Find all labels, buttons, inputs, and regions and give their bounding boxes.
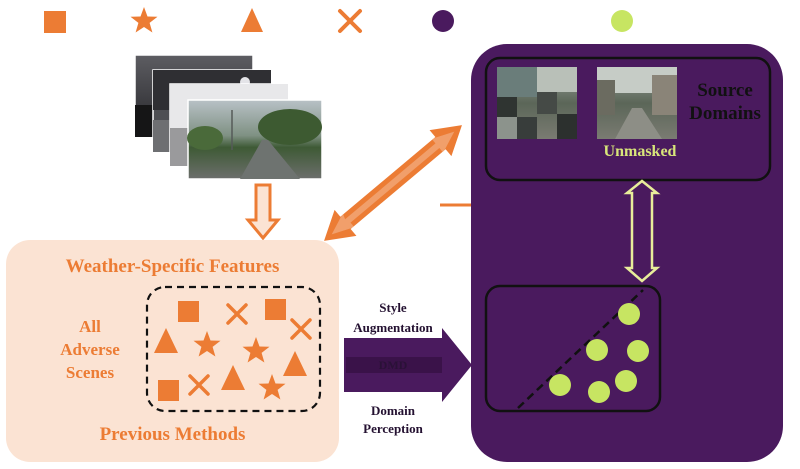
triangle-feature [154,328,178,353]
star-feature [258,374,286,400]
lime-circle [586,339,608,361]
previous-methods-label: Previous Methods [99,424,246,445]
side-label-line: Adverse [60,340,120,359]
diagonal-double-arrow [324,125,462,241]
arrow-top-label-line: Style [379,300,407,315]
lime-circle-icon [611,10,633,32]
square-feature [265,299,286,320]
side-label-line: Scenes [65,363,115,382]
source-label-line: Domains [689,103,761,124]
lime-circle [549,374,571,396]
side-label-line: All [79,317,101,336]
triangle-icon [241,8,263,32]
triangle-feature [221,365,245,390]
dmd-label: DMD [378,358,408,372]
arrow-top-label-line: Augmentation [353,320,433,335]
purple-circle-icon [432,10,454,32]
lime-circles [549,303,649,403]
arrow-bottom-label-line: Perception [363,421,423,436]
masked-image [497,67,577,139]
unmasked-image [597,67,677,139]
star-feature [193,331,221,357]
square-icon [44,11,66,33]
lime-circle [588,381,610,403]
features-title: Weather-Specific Features [65,256,280,277]
feature-glyphs [154,299,307,401]
dmd-arrow-band [346,357,442,373]
square-feature [158,380,179,401]
down-arrow-to-features [244,183,282,241]
photo-rain-road [187,99,323,180]
square-feature [178,301,199,322]
feature-dashed-box [145,285,322,413]
lime-circle [615,370,637,392]
weather-photo-stack [134,54,323,180]
cross-icon [338,9,362,33]
lime-circle [627,340,649,362]
lime-circle [618,303,640,325]
star-feature [242,337,270,363]
source-label-line: Source [697,80,753,101]
star-icon [130,7,158,33]
cross-features [188,303,312,396]
arrow-bottom-label-line: Domain [370,403,416,418]
unmasked-label: Unmasked [603,143,677,160]
triangle-feature [283,351,307,376]
lime-double-arrow [623,179,661,283]
